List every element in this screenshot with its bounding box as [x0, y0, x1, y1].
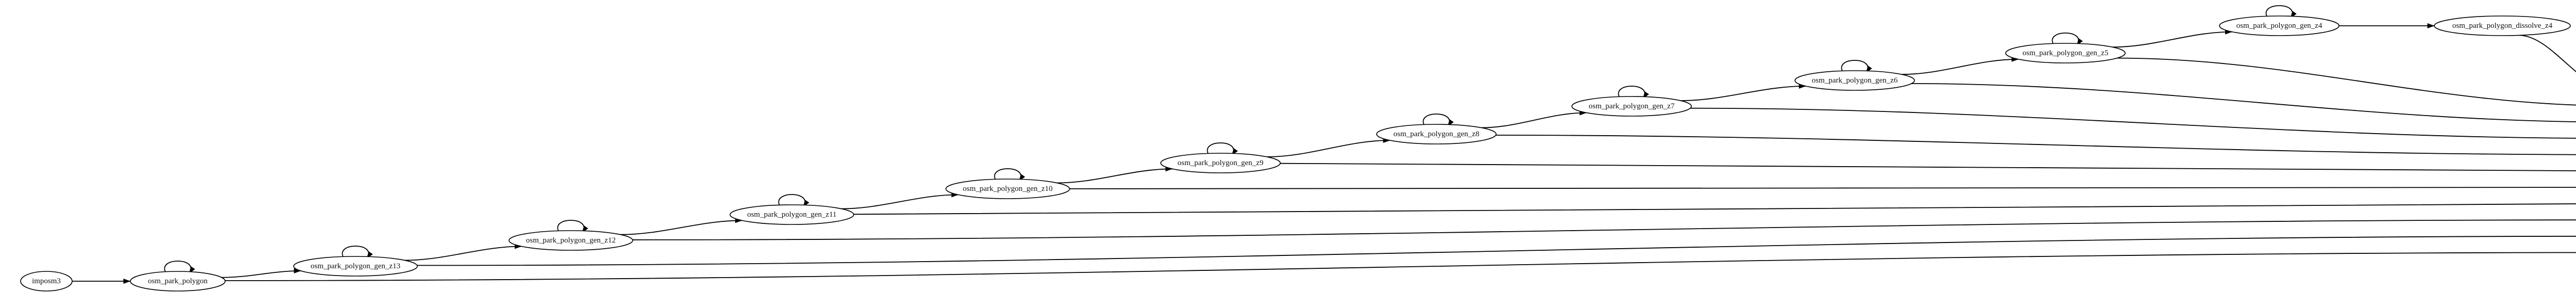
edge-osm_park_polygon_gen_z9-to-osm_park_polygon_gen_z8 [1266, 138, 1391, 157]
edge-osm_park_polygon_gen_z11-to-layer_park-z11 [853, 203, 2576, 215]
node-shape-osm_park_polygon [130, 271, 226, 292]
node-osm_park_polygon_gen_z13: osm_park_polygon_gen_z13 [293, 256, 418, 277]
node-osm_park_polygon_gen_z4: osm_park_polygon_gen_z4 [2219, 15, 2340, 36]
self-loop-osm_park_polygon_gen_z13 [342, 246, 373, 259]
self-loop-osm_park_polygon_gen_z8 [1422, 114, 1454, 127]
self-loop-osm_park_polygon_gen_z11 [778, 194, 809, 207]
self-loop-osm_park_polygon_gen_z9 [1207, 142, 1238, 156]
node-imposm3: imposm3 [20, 271, 73, 292]
node-shape-osm_park_polygon_gen_z13 [293, 256, 418, 277]
node-label-imposm3: imposm3 [32, 277, 61, 285]
self-loop-osm_park_polygon_gen_z10 [994, 168, 1025, 182]
node-shape-osm_park_polygon_gen_z9 [1160, 153, 1281, 173]
self-loop-osm_park_polygon [164, 261, 195, 274]
edge-osm_park_polygon_gen_z8-to-layer_park-z8 [1496, 135, 2576, 155]
node-label-osm_park_polygon_gen_z9: osm_park_polygon_gen_z9 [1178, 159, 1264, 167]
node-label-osm_park_polygon_gen_z8: osm_park_polygon_gen_z8 [1394, 130, 1480, 138]
node-label-osm_park_polygon_gen_z4: osm_park_polygon_gen_z4 [2236, 22, 2323, 30]
node-shape-osm_park_polygon_gen_z8 [1376, 124, 1497, 144]
edge-osm_park_polygon_gen_z6-to-layer_park-z6 [1911, 83, 2576, 122]
edge-osm_park_polygon_gen_z10-to-layer_park-z10 [1069, 187, 2576, 189]
edge-osm_park_polygon_gen_z13-to-osm_park_polygon_gen_z12 [404, 244, 522, 261]
nodes-layer: imposm3 osm_park_polygon osm_park_polygon_… [20, 15, 2571, 292]
edge-osm_park_polygon_gen_z5-to-layer_park-z5 [2116, 57, 2576, 106]
node-label-osm_park_polygon_gen_z6: osm_park_polygon_gen_z6 [1812, 76, 1898, 85]
node-osm_park_polygon_gen_z10: osm_park_polygon_gen_z10 [945, 179, 1070, 199]
edge-osm_park_polygon-to-layer_park-z14+ [225, 252, 2576, 281]
node-osm_park_polygon_gen_z12: osm_park_polygon_gen_z12 [509, 230, 633, 251]
edge-osm_park_polygon_gen_z7-to-layer_park-z7 [1690, 107, 2576, 139]
edge-osm_park_polygon_dissolve_z4-to-layer_park-z4 [2518, 35, 2576, 73]
node-shape-osm_park_polygon_gen_z12 [509, 230, 633, 251]
node-label-osm_park_polygon_gen_z12: osm_park_polygon_gen_z12 [526, 236, 616, 245]
edges-layer [72, 5, 2576, 284]
edge-osm_park_polygon_gen_z12-to-layer_park-z12 [632, 219, 2576, 240]
node-osm_park_polygon_gen_z6: osm_park_polygon_gen_z6 [1794, 70, 1915, 91]
edge-osm_park_polygon_gen_z6-to-osm_park_polygon_gen_z5 [1901, 56, 2019, 75]
node-label-osm_park_polygon_gen_z5: osm_park_polygon_gen_z5 [2023, 49, 2109, 57]
node-osm_park_polygon_gen_z11: osm_park_polygon_gen_z11 [730, 204, 854, 225]
node-label-osm_park_polygon_gen_z7: osm_park_polygon_gen_z7 [1589, 102, 1675, 110]
node-label-osm_park_polygon_gen_z10: osm_park_polygon_gen_z10 [963, 185, 1053, 193]
node-shape-osm_park_polygon_gen_z6 [1794, 70, 1915, 91]
node-label-osm_park_polygon_dissolve_z4: osm_park_polygon_dissolve_z4 [2452, 22, 2553, 30]
self-loop-osm_park_polygon_gen_z4 [2265, 5, 2297, 19]
edge-osm_park_polygon_gen_z11-to-osm_park_polygon_gen_z10 [841, 192, 959, 209]
edge-osm_park_polygon-to-osm_park_polygon_gen_z13 [222, 268, 301, 278]
edge-osm_park_polygon_gen_z9-to-layer_park-z9 [1280, 163, 2576, 172]
self-loop-osm_park_polygon_gen_z7 [1618, 86, 1649, 99]
edge-osm_park_polygon_gen_z12-to-osm_park_polygon_gen_z11 [620, 218, 742, 235]
node-shape-osm_park_polygon_dissolve_z4 [2434, 15, 2571, 36]
node-label-osm_park_polygon_gen_z13: osm_park_polygon_gen_z13 [311, 262, 400, 270]
edge-osm_park_polygon_gen_z5-to-osm_park_polygon_gen_z4 [2112, 29, 2232, 48]
node-osm_park_polygon_gen_z5: osm_park_polygon_gen_z5 [2005, 43, 2126, 63]
node-shape-osm_park_polygon_gen_z11 [730, 204, 854, 225]
node-shape-imposm3 [20, 271, 73, 292]
node-label-osm_park_polygon: osm_park_polygon [148, 277, 208, 285]
node-label-osm_park_polygon_gen_z11: osm_park_polygon_gen_z11 [747, 211, 837, 219]
node-shape-osm_park_polygon_gen_z5 [2005, 43, 2126, 63]
edge-osm_park_polygon_gen_z10-to-osm_park_polygon_gen_z9 [1057, 166, 1173, 184]
edge-osm_park_polygon_gen_z8-to-osm_park_polygon_gen_z7 [1481, 110, 1587, 128]
node-osm_park_polygon: osm_park_polygon [130, 271, 226, 292]
self-loop-osm_park_polygon_gen_z6 [1841, 60, 1872, 73]
edge-osm_park_polygon_gen_z13-to-layer_park-z13 [417, 235, 2576, 266]
node-shape-osm_park_polygon_gen_z7 [1571, 96, 1692, 117]
self-loop-osm_park_polygon_gen_z12 [557, 220, 588, 233]
node-osm_park_polygon_gen_z9: osm_park_polygon_gen_z9 [1160, 153, 1281, 173]
node-shape-osm_park_polygon_gen_z10 [945, 179, 1070, 199]
node-osm_park_polygon_dissolve_z4: osm_park_polygon_dissolve_z4 [2434, 15, 2571, 36]
node-shape-osm_park_polygon_gen_z4 [2219, 15, 2340, 36]
edge-osm_park_polygon_gen_z7-to-osm_park_polygon_gen_z6 [1680, 83, 1806, 101]
node-osm_park_polygon_gen_z8: osm_park_polygon_gen_z8 [1376, 124, 1497, 144]
self-loop-osm_park_polygon_gen_z5 [2052, 33, 2083, 46]
node-osm_park_polygon_gen_z7: osm_park_polygon_gen_z7 [1571, 96, 1692, 117]
